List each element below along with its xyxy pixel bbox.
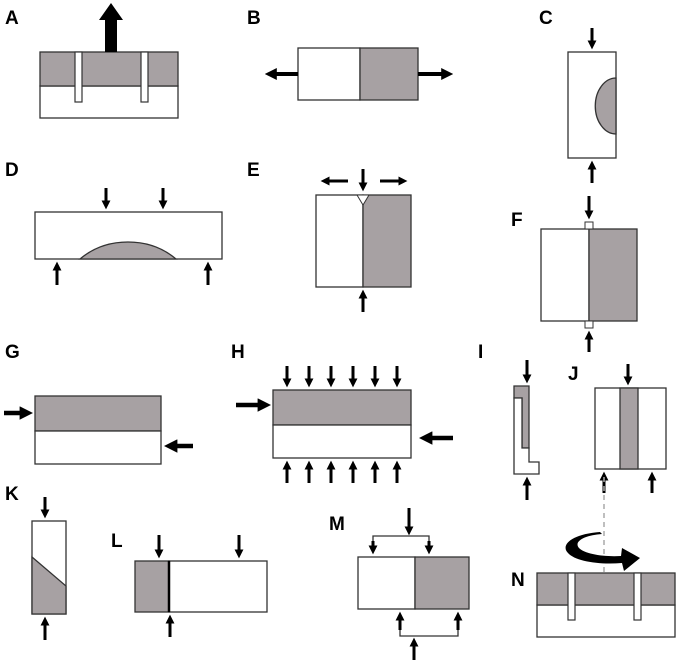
panel-g-adhesive-top [34, 395, 162, 432]
panel-a-adhesive-layer [39, 51, 179, 87]
panel-e-notch [356, 194, 370, 206]
panel-label-m: M [329, 514, 345, 535]
panel-label-a: A [5, 8, 19, 29]
panel-n-torsion-arrow-icon [565, 532, 640, 571]
panel-a-notch-right [140, 51, 149, 103]
panel-n-notch-left [567, 572, 576, 621]
panel-k-adhesive-wedge [31, 555, 67, 615]
panel-b-adhesive-right [359, 47, 419, 101]
panel-m-top-fork-bar [372, 535, 430, 549]
panel-i: I [478, 342, 540, 500]
panel-label-b: B [247, 8, 261, 29]
panel-l: L [111, 531, 268, 637]
panel-k: K [5, 484, 67, 640]
panel-label-l: L [111, 531, 123, 552]
panel-a-pull-off-arrow [99, 3, 123, 52]
panel-e-adhesive-right [362, 194, 412, 288]
panel-f-substrate-left [540, 228, 590, 322]
panel-label-j: J [568, 364, 579, 385]
panel-j: J [568, 364, 667, 493]
panel-f: F [511, 196, 638, 352]
panel-label-h: H [231, 342, 245, 363]
panel-e: E [247, 160, 412, 312]
panel-label-f: F [511, 210, 523, 231]
panel-n: N [511, 477, 676, 638]
panel-m-top-fork [368, 508, 434, 555]
panel-f-adhesive-right [588, 228, 638, 322]
panel-n-substrate [536, 604, 676, 638]
panel-d: D [5, 160, 223, 285]
panel-j-adhesive-core [619, 387, 639, 470]
panel-c-adhesive-lens [594, 77, 617, 135]
panel-n-curved-arrow-shape [565, 532, 640, 571]
panel-b: B [247, 8, 454, 101]
panel-d-adhesive-lens [78, 241, 178, 260]
panel-h-compression-arrows-top [282, 366, 402, 388]
panel-a: A [5, 3, 179, 119]
panel-h: H [231, 342, 453, 483]
panel-label-k: K [5, 484, 19, 505]
panel-label-g: G [5, 342, 20, 363]
panel-e-substrate-left [315, 194, 364, 288]
panel-n-notch-right [633, 572, 642, 621]
panel-c: C [539, 8, 617, 183]
panel-label-i: I [478, 342, 483, 363]
panel-h-adhesive-top [272, 389, 412, 426]
panel-f-tab-bottom [584, 320, 594, 329]
panel-h-compression-arrows-bottom [282, 460, 402, 483]
panel-n-adhesive-layer [536, 572, 676, 606]
panel-a-notch-left [74, 51, 83, 103]
panel-b-substrate-left [297, 47, 361, 101]
panel-l-adhesive-left [134, 560, 170, 613]
panel-label-d: D [5, 160, 19, 181]
panel-l-substrate-right [168, 560, 268, 613]
panel-m: M [329, 508, 470, 660]
panel-f-tab-top [584, 221, 594, 230]
panel-h-substrate-bottom [272, 424, 412, 459]
panel-m-bottom-fork [395, 611, 463, 660]
panel-a-substrate [39, 85, 179, 119]
panel-label-e: E [247, 160, 260, 181]
panel-m-bottom-fork-bar [399, 617, 459, 637]
panel-m-substrate-left [357, 556, 416, 610]
panel-label-c: C [539, 8, 553, 29]
panel-g-substrate-bottom [34, 430, 162, 465]
panel-m-adhesive-right [414, 556, 470, 610]
panel-g: G [4, 342, 193, 465]
panel-i-substrate-hook [513, 397, 540, 475]
panel-label-n: N [511, 570, 525, 591]
